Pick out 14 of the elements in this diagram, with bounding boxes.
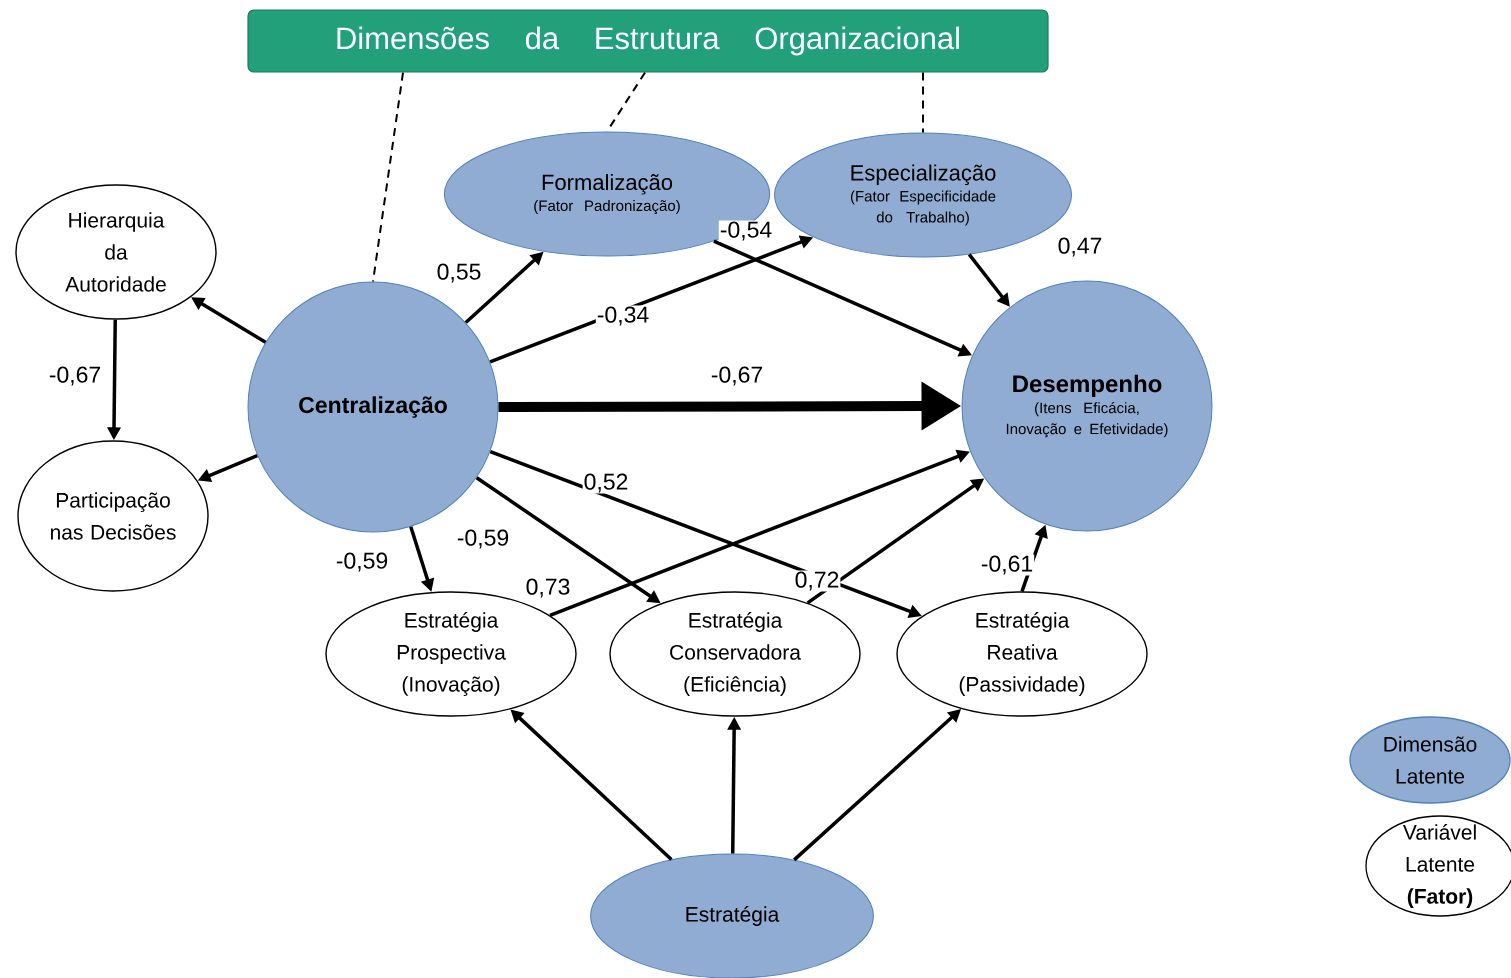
path-coefficient: 0,72 [793, 570, 841, 592]
dashed-line [922, 71, 924, 134]
legend-label: Dimensão Latente [1384, 736, 1477, 784]
path-coefficient: -0,61 [979, 554, 1035, 576]
dashed-line [372, 71, 404, 283]
path-coefficient: -0,67 [47, 365, 103, 387]
path-coefficient: -0,67 [709, 365, 765, 387]
legend-label: Variável Latente (Fator) [1402, 824, 1476, 908]
path-coefficient: -0,59 [334, 551, 390, 573]
path-coefficient: -0,54 [718, 220, 774, 242]
path-coefficient: 0,52 [582, 472, 630, 494]
title-banner: Dimensões da Estrutura Organizacional [247, 9, 1049, 73]
path-coefficient: -0,34 [595, 305, 651, 327]
path-coefficient: 0,55 [435, 262, 483, 284]
